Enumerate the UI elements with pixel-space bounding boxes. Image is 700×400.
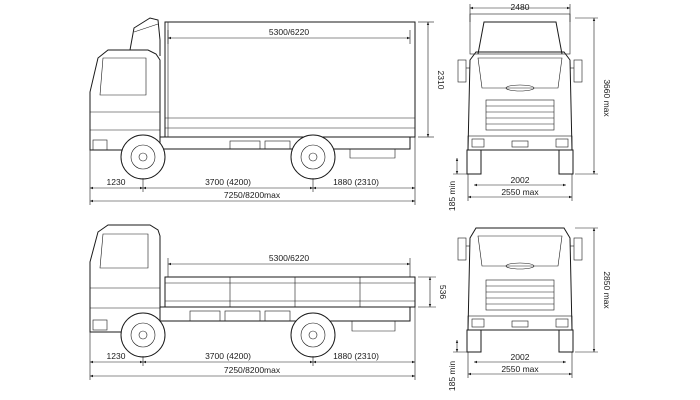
front-height-label: 3660 max [602, 79, 612, 117]
flatbed-ground-clearance-label: 185 min [447, 361, 457, 392]
flatbed-wheelbase-label: 3700 (4200) [205, 351, 251, 361]
body-length-label: 5300/6220 [269, 27, 309, 37]
front-overhang-label: 1230 [107, 177, 126, 187]
flatbed-overall-length-label: 7250/8200max [224, 365, 281, 375]
front-view-tarp-truck [457, 13, 583, 175]
flatbed-track-label: 2002 [511, 352, 530, 362]
front-view-tarp-dimensions: 2480 3660 max 185 min 2002 2550 max [447, 2, 612, 211]
flatbed-length-label: 5300/6220 [269, 253, 309, 263]
body-width-label: 2550 max [501, 187, 539, 197]
side-view-tarp-dimensions: 5300/6220 2310 1230 3700 (4200) 1880 (23… [89, 21, 446, 205]
overall-width-label: 2480 [511, 2, 530, 12]
overall-length-label: 7250/8200max [224, 190, 281, 200]
side-view-flatbed-truck [89, 224, 416, 358]
track-label: 2002 [511, 175, 530, 185]
flatbed-rear-overhang-label: 1880 (2310) [333, 351, 379, 361]
side-height-label: 536 [438, 285, 448, 299]
side-view-flatbed-dimensions: 5300/6220 536 1230 3700 (4200) 1880 (231… [89, 253, 448, 380]
flatbed-body-width-label: 2550 max [501, 364, 539, 374]
ground-clearance-label: 185 min [447, 181, 457, 212]
front-view-flatbed-dimensions: 2850 max 185 min 2002 2550 max [447, 227, 612, 392]
flatbed-front-height-label: 2850 max [602, 271, 612, 309]
front-view-flatbed-truck [457, 227, 583, 353]
rear-overhang-label: 1880 (2310) [333, 177, 379, 187]
flatbed-front-overhang-label: 1230 [107, 351, 126, 361]
wheelbase-label: 3700 (4200) [205, 177, 251, 187]
side-view-tarp-truck [89, 17, 416, 180]
body-height-label: 2310 [436, 71, 446, 90]
